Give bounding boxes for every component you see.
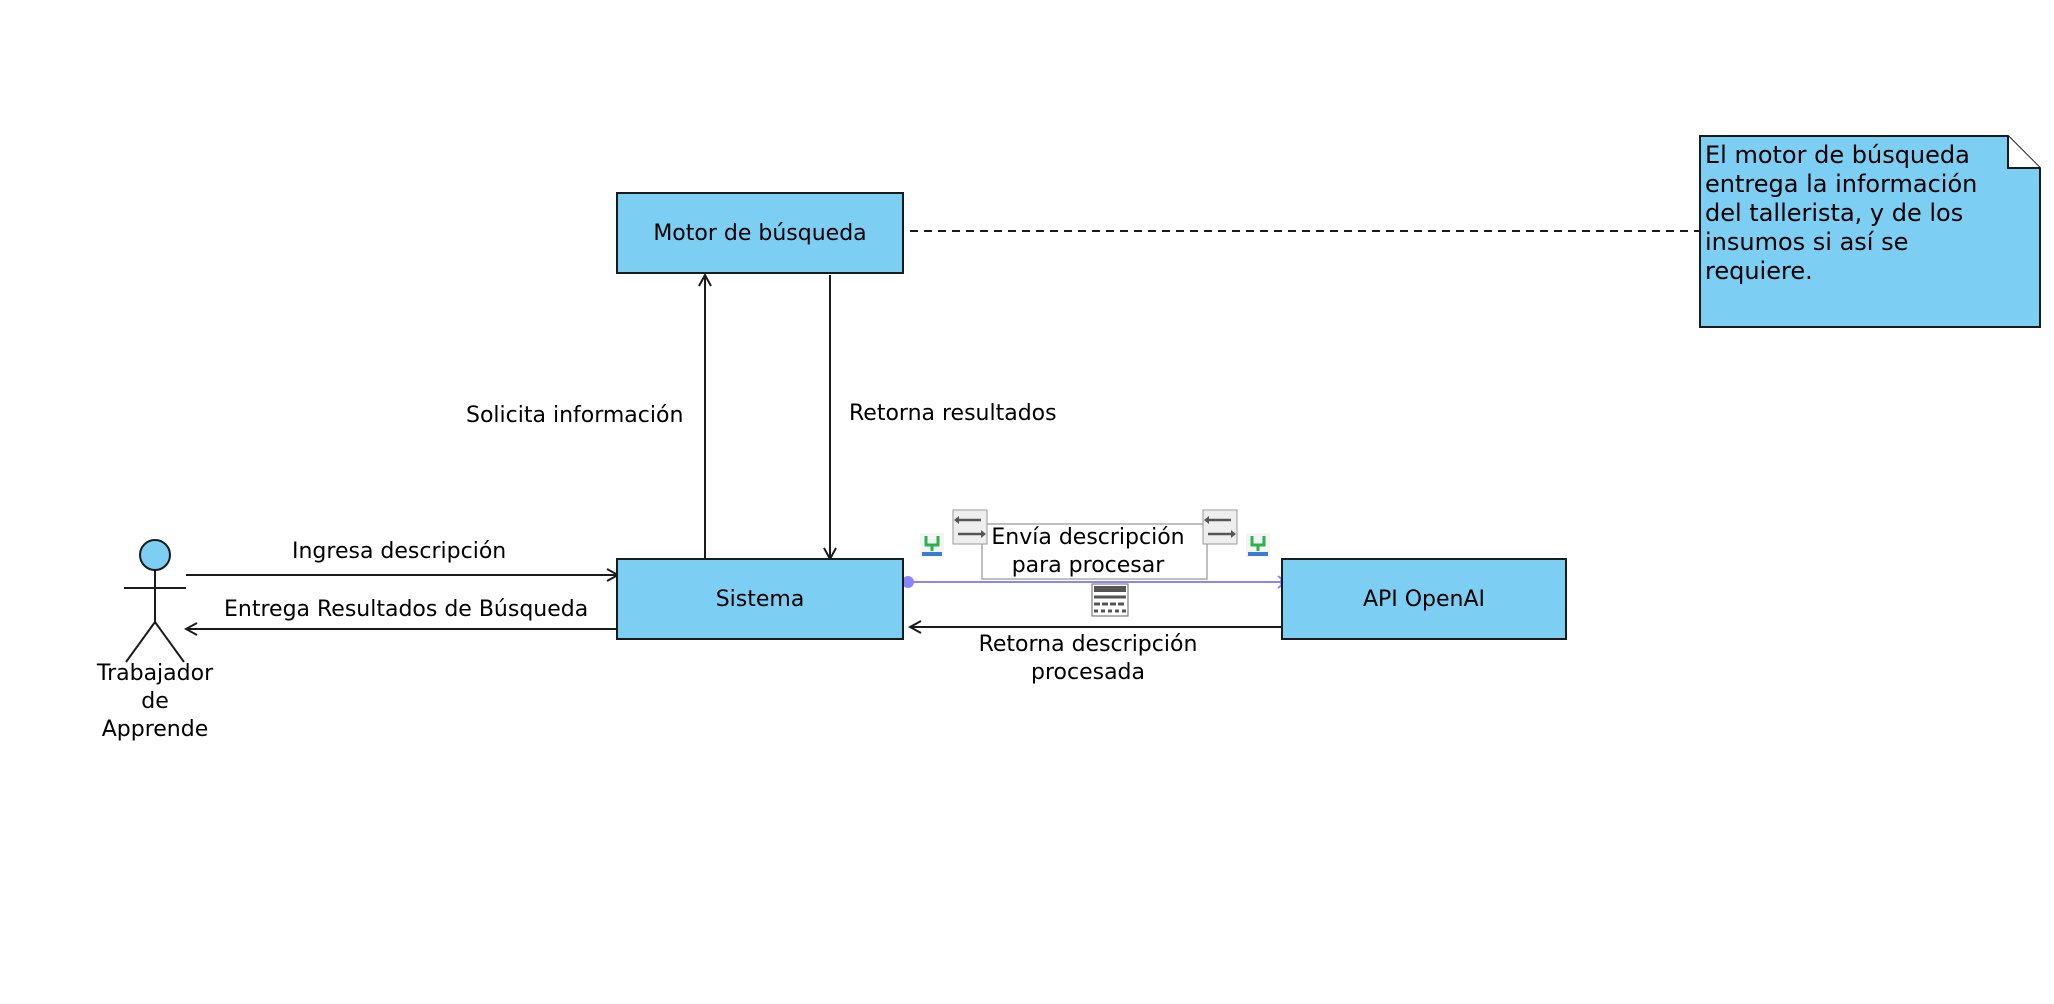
edge-label-retorna-procesada: Retorna descripción procesada	[978, 632, 1198, 685]
edge-label-retorna-resultados: Retorna resultados	[849, 401, 1057, 426]
edge-label-envia: Envía descripción para procesar	[991, 525, 1185, 578]
swap-arrows-icon[interactable]	[1202, 509, 1238, 545]
node-label: Motor de búsqueda	[653, 220, 867, 246]
edge-label-solicita: Solicita información	[466, 403, 684, 428]
node-label: Sistema	[715, 586, 805, 612]
actor-figure[interactable]	[124, 539, 186, 663]
node-sistema[interactable]: Sistema	[616, 558, 904, 640]
table-grid-icon[interactable]	[1091, 583, 1129, 617]
node-label: API OpenAI	[1362, 586, 1486, 612]
interface-stub-icon[interactable]	[920, 533, 944, 557]
connector-handle-start[interactable]	[902, 576, 914, 588]
edge-label-entrega: Entrega Resultados de Búsqueda	[224, 597, 589, 622]
edge-label-frame	[981, 523, 1208, 580]
interface-stub-icon[interactable]	[1246, 533, 1270, 557]
note-shape[interactable]	[1699, 135, 2041, 328]
node-api-openai[interactable]: API OpenAI	[1281, 558, 1567, 640]
node-motor-de-busqueda[interactable]: Motor de búsqueda	[616, 192, 904, 274]
edge-label-ingresa: Ingresa descripción	[292, 539, 507, 564]
actor-label: Trabajador de Apprende	[96, 661, 214, 742]
note-text: El motor de búsqueda entrega la informac…	[1705, 141, 1978, 285]
swap-arrows-icon[interactable]	[952, 509, 988, 545]
